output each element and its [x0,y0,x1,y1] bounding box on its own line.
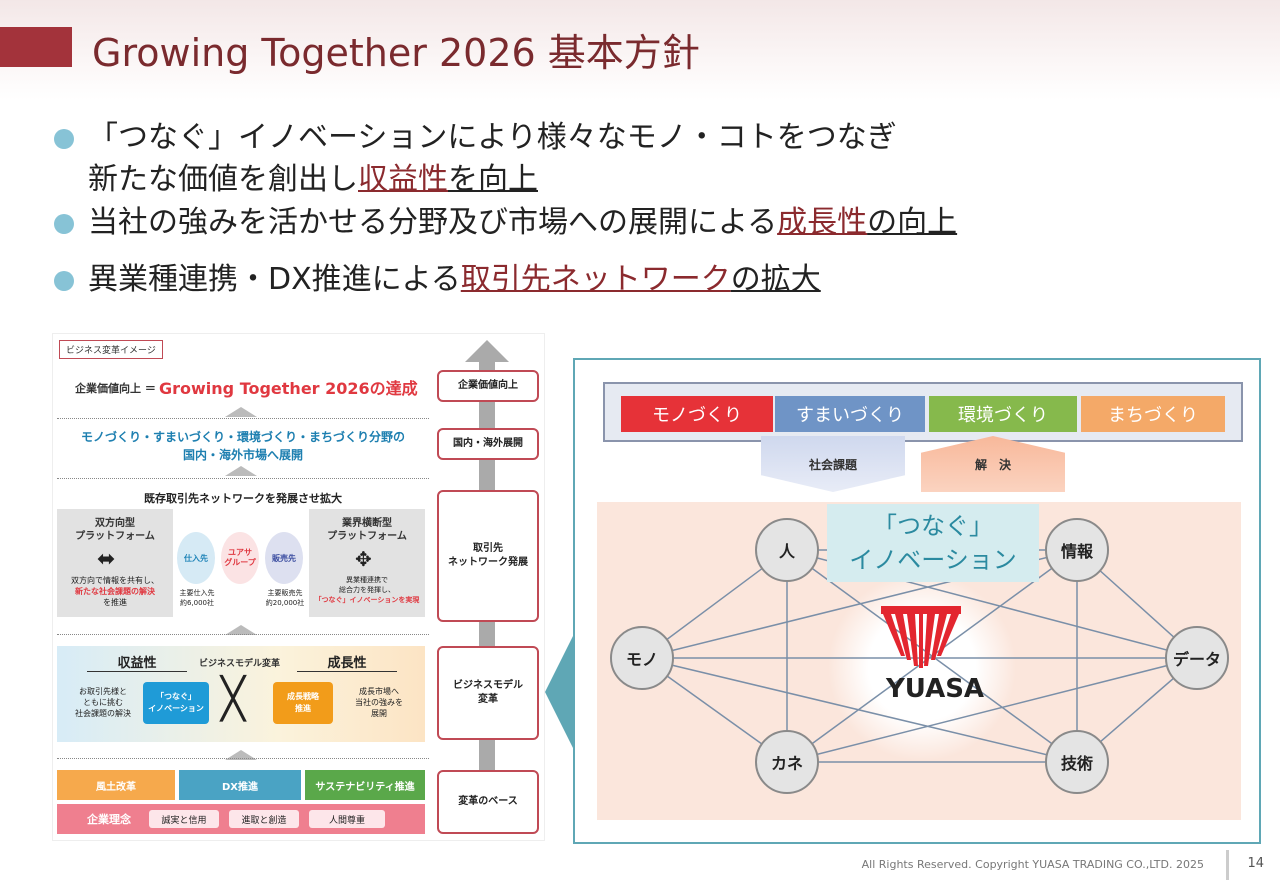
business-transformation-diagram: ビジネス変革イメージ 企業価値向上 ＝ Growing Together 202… [52,333,545,841]
cross-icon: ╳ [221,676,246,722]
copyright: All Rights Reserved. Copyright YUASA TRA… [861,858,1204,871]
zoom-connector [545,632,575,752]
social-issue-arrow: 社会課題 [761,436,905,492]
bidirectional-platform-panel: 双方向型プラットフォーム ⬌ 双方向で情報を共有し、 新たな社会課題の解決 を推… [57,509,173,617]
emphasis-network: 取引先ネットワーク [460,262,731,297]
bullet-2: 当社の強みを活かせる分野及び市場への展開による成長性の向上 [54,202,957,244]
bullet-1-line-1: 「つなぐ」イノベーションにより様々なモノ・コトをつなぎ [88,120,897,155]
category-machizukuri: まちづくり [1081,396,1225,432]
side-domestic-overseas: 国内・海外展開 [437,428,539,460]
category-sumaizukuri: すまいづくり [775,396,925,432]
goal-main: Growing Together 2026の達成 [159,379,418,398]
seller-circle: 販売先 [265,532,303,584]
side-business-model: ビジネスモデル変革 [437,646,539,740]
tsunagu-innovation-diagram: モノづくり すまいづくり 環境づくり まちづくり 社会課題 解 決 [573,358,1261,844]
bullet-dot-icon [54,214,74,234]
divider [57,478,429,479]
up-triangle-icon [225,625,257,635]
up-triangle-icon [225,407,257,417]
side-network: 取引先ネットワーク発展 [437,490,539,622]
solution-arrow: 解 決 [921,436,1065,492]
business-model-panel: 収益性 ビジネスモデル変革 成長性 お取引先様とともに挑む社会課題の解決 「つな… [57,646,425,742]
supplier-circle: 仕入先 [177,532,215,584]
bullet-3: 異業種連携・DX推進による取引先ネットワークの拡大 [54,259,821,301]
bullet-1-line-2: 新たな価値を創出し収益性を向上 [88,162,538,197]
base-culture-reform: 風土改革 [57,770,175,800]
node-people: 人 [755,518,819,582]
growth-strategy-box: 成長戦略推進 [273,682,333,724]
base-sustainability: サステナビリティ推進 [305,770,425,800]
cross-arrows-icon: ✥ [355,547,372,571]
divider [57,418,429,419]
center-title: 「つなぐ」 イノベーション [827,504,1039,582]
philosophy-bar: 企業理念 誠実と信用 進取と創造 人間尊重 [57,804,425,834]
diagram-tag: ビジネス変革イメージ [59,340,163,359]
bullet-dot-icon [54,271,74,291]
yuasa-logo-text: YUASA [885,674,985,704]
side-base: 変革のベース [437,770,539,834]
yuasa-group-circle: ユアサグループ [221,532,259,584]
page-title: Growing Together 2026 基本方針 [92,31,700,75]
network-title: 既存取引先ネットワークを発展させ拡大 [144,492,342,505]
node-data: データ [1165,626,1229,690]
category-monozukuri: モノづくり [621,396,773,432]
bullet-dot-icon [54,129,74,149]
fields-text: モノづくり・すまいづくり・環境づくり・まちづくり分野の 国内・海外市場へ展開 [80,430,405,462]
cross-industry-platform-panel: 業界横断型プラットフォーム ✥ 異業種連携で 総合力を発揮し、 「つなぐ」イノベ… [309,509,425,617]
header-band [0,0,1280,100]
node-money: カネ [755,730,819,794]
emphasis-profit: 収益性 [358,162,448,197]
bidirectional-arrow-icon: ⬌ [97,547,116,572]
base-dx: DX推進 [179,770,301,800]
bullet-1: 「つなぐ」イノベーションにより様々なモノ・コトをつなぎ 新たな価値を創出し収益性… [54,117,897,201]
node-technology: 技術 [1045,730,1109,794]
divider [57,634,429,635]
network-area: 「つなぐ」 イノベーション YUASA 人 情報 モノ データ カネ [597,502,1241,820]
category-kankyozukuri: 環境づくり [929,396,1077,432]
footer-divider [1226,850,1229,880]
divider [57,758,429,759]
node-goods: モノ [610,626,674,690]
goal-prefix: 企業価値向上 ＝ [75,382,156,395]
tsunagu-innovation-box: 「つなぐ」イノベーション [143,682,209,724]
arrow-up-icon [465,340,509,362]
yuasa-logo-icon [881,606,961,670]
emphasis-growth: 成長性 [777,205,868,240]
up-triangle-icon [225,750,257,760]
side-corporate-value: 企業価値向上 [437,370,539,402]
node-information: 情報 [1045,518,1109,582]
title-accent-bar [0,27,72,67]
page-number: 14 [1247,856,1264,871]
up-triangle-icon [225,466,257,476]
